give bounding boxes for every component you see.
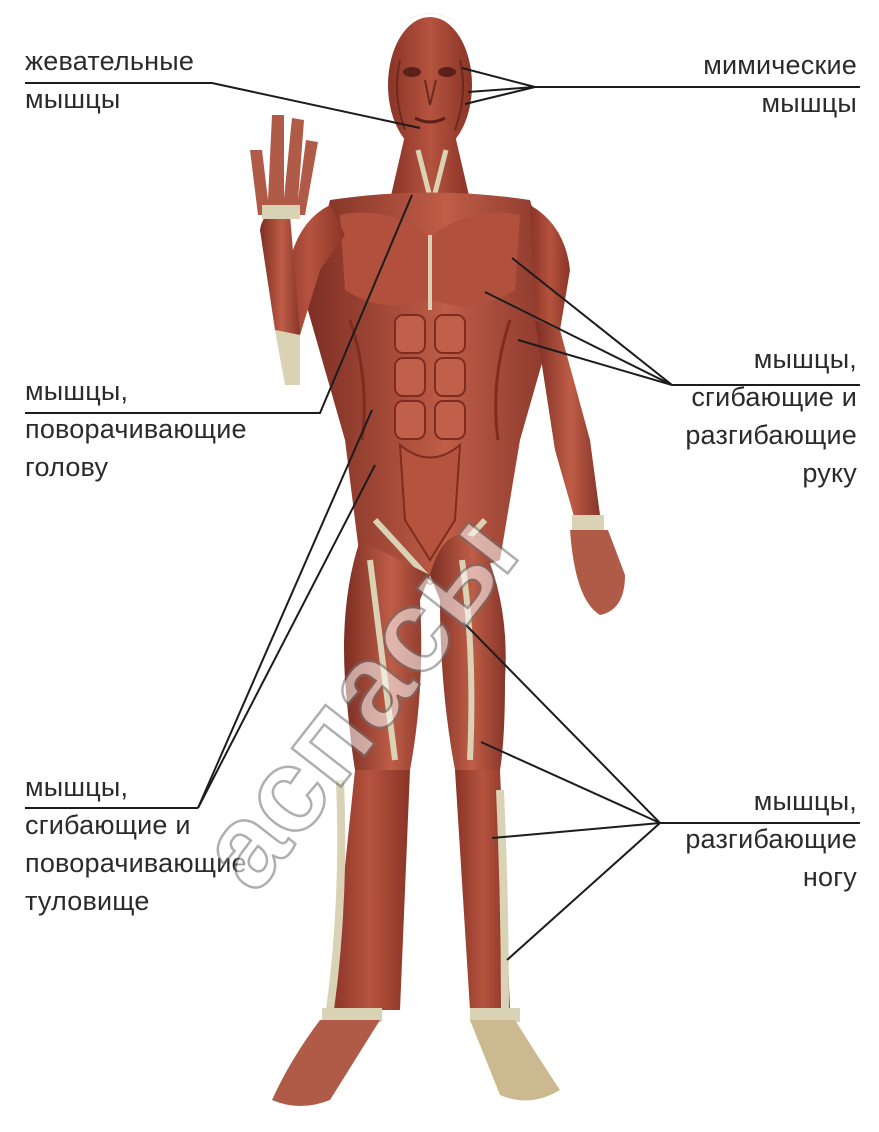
leader-leg-4	[507, 823, 660, 960]
leader-facial-1	[462, 68, 535, 87]
leader-leg-2	[481, 742, 660, 823]
label-head-turning-muscles: мышцы, поворачивающие голову	[25, 372, 247, 486]
label-line: сгибающие и	[25, 806, 247, 844]
label-line: мышцы	[25, 80, 194, 118]
right-arm	[530, 205, 625, 615]
label-chewing-muscles: жевательные мышцы	[25, 42, 194, 118]
leader-leg-3	[492, 823, 660, 838]
label-line: поворачивающие	[25, 410, 247, 448]
label-arm-muscles: мышцы, сгибающие и разгибающие руку	[685, 340, 857, 492]
label-line: жевательные	[25, 42, 194, 80]
label-trunk-muscles: мышцы, сгибающие и поворачивающие тулови…	[25, 768, 247, 920]
label-line: мышцы,	[685, 782, 857, 820]
label-line: туловище	[25, 882, 247, 920]
label-line: руку	[685, 454, 857, 492]
label-line: ногу	[685, 858, 857, 896]
label-line: голову	[25, 448, 247, 486]
label-line: мышцы,	[685, 340, 857, 378]
label-line: мышцы,	[25, 768, 247, 806]
left-leg	[272, 540, 430, 1106]
label-line: мимические	[703, 46, 857, 84]
label-line: поворачивающие	[25, 844, 247, 882]
label-facial-muscles: мимические мышцы	[703, 46, 857, 122]
label-leg-muscles: мышцы, разгибающие ногу	[685, 782, 857, 896]
label-line: мышцы,	[25, 372, 247, 410]
head	[388, 13, 472, 153]
label-line: мышцы	[703, 84, 857, 122]
right-leg	[430, 535, 560, 1101]
label-line: разгибающие	[685, 416, 857, 454]
label-line: разгибающие	[685, 820, 857, 858]
label-line: сгибающие и	[685, 378, 857, 416]
